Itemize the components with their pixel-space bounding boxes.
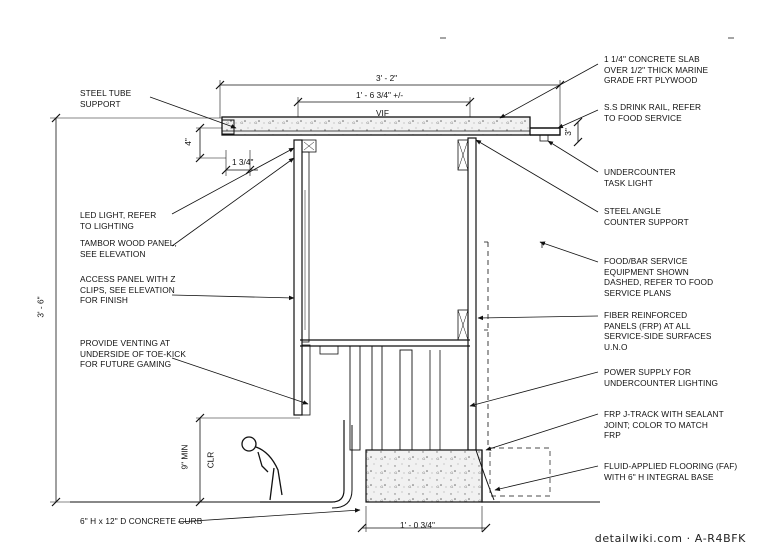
- leader-drink-rail: [557, 109, 599, 129]
- dim-rail-height: 3": [562, 128, 573, 136]
- leader-flooring: [494, 465, 599, 492]
- dim-clr: CLR: [205, 451, 216, 469]
- label-drink-rail: S.S DRINK RAIL, REFER TO FOOD SERVICE: [604, 102, 702, 123]
- label-steel-tube: STEEL TUBE SUPPORT: [80, 88, 132, 109]
- leader-slab: [499, 63, 599, 119]
- dim-overall-width: 3' - 2": [376, 73, 398, 83]
- dim-curb-width: 1' - 0 3/4": [400, 520, 435, 530]
- drawing-lines: [50, 37, 734, 533]
- dim-vif: VIF: [376, 108, 389, 118]
- dim-tube-depth: 4": [182, 138, 193, 146]
- label-frp: FIBER REINFORCED PANELS (FRP) AT ALL SER…: [604, 310, 712, 352]
- label-tambor-panel: TAMBOR WOOD PANEL, SEE ELEVATION: [80, 238, 177, 259]
- leader-jtrack: [485, 413, 599, 451]
- leader-tambor: [171, 157, 295, 247]
- leader-venting: [171, 357, 309, 405]
- leader-frp: [477, 315, 599, 321]
- dim-overall-height: 3' - 6": [35, 296, 46, 318]
- label-access-panel: ACCESS PANEL WITH Z CLIPS, SEE ELEVATION…: [80, 274, 176, 306]
- label-flooring: FLUID-APPLIED FLOORING (FAF) WITH 6" H I…: [604, 461, 738, 482]
- leader-curb: [177, 508, 361, 523]
- label-power-supply: POWER SUPPLY FOR UNDERCOUNTER LIGHTING: [604, 367, 719, 388]
- label-steel-angle: STEEL ANGLE COUNTER SUPPORT: [604, 206, 689, 227]
- leader-angle: [475, 139, 599, 213]
- leader-access: [171, 294, 295, 301]
- label-led-light: LED LIGHT, REFER TO LIGHTING: [80, 210, 157, 231]
- human-figure: [241, 436, 283, 501]
- label-equipment: FOOD/BAR SERVICE EQUIPMENT SHOWN DASHED,…: [604, 256, 714, 298]
- label-concrete-slab: 1 1/4" CONCRETE SLAB OVER 1/2" THICK MAR…: [604, 54, 709, 86]
- dim-toe-clearance: 9" MIN: [179, 444, 190, 470]
- leader-steel-tube: [149, 96, 237, 129]
- leader-power: [469, 371, 599, 407]
- leader-task-light: [547, 140, 599, 173]
- label-task-light: UNDERCOUNTER TASK LIGHT: [604, 167, 676, 188]
- label-concrete-curb: 6" H x 12" D CONCRETE CURB: [80, 516, 203, 526]
- leader-equipment: [539, 241, 599, 263]
- watermark-credit: detailwiki.com · A-R4BFK: [594, 532, 746, 545]
- dim-tube-width: 1 3/4": [232, 157, 254, 167]
- dim-inner-width: 1' - 6 3/4" +/-: [356, 90, 404, 100]
- label-j-track: FRP J-TRACK WITH SEALANT JOINT; COLOR TO…: [604, 409, 724, 441]
- leader-led: [171, 147, 295, 215]
- label-venting: PROVIDE VENTING AT UNDERSIDE OF TOE-KICK…: [80, 338, 186, 370]
- leader-lines: [149, 63, 599, 523]
